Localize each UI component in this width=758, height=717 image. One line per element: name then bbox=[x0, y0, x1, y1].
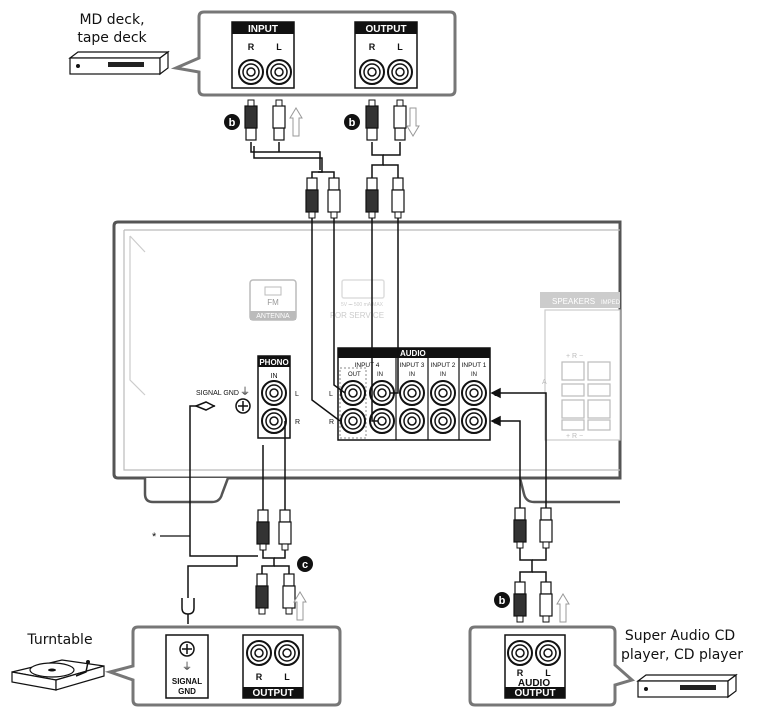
input1-label: INPUT 1 bbox=[462, 362, 487, 369]
turntable-label: Turntable bbox=[26, 632, 92, 648]
phono-l-label: L bbox=[295, 391, 299, 398]
md-output-l-jack[interactable] bbox=[387, 59, 413, 85]
cd-cables bbox=[490, 387, 547, 582]
marker-b-md-input: b bbox=[224, 114, 240, 130]
turntable-signal-label: SIGNAL bbox=[172, 677, 202, 686]
md-input-r-label: R bbox=[248, 42, 255, 52]
turntable-icon bbox=[11, 659, 105, 691]
turntable-output-label: OUTPUT bbox=[252, 688, 293, 699]
speakers-terminals: SPEAKERS IMPED + R − + R − A bbox=[540, 292, 621, 441]
input2-label: INPUT 2 bbox=[431, 362, 456, 369]
cd-player-icon bbox=[636, 673, 738, 699]
out-r-jack[interactable] bbox=[340, 408, 366, 434]
input2-in-label: IN bbox=[440, 372, 446, 378]
md-deck-label-line1: MD deck, bbox=[79, 12, 144, 28]
out-label: OUT bbox=[348, 372, 361, 378]
input4-in-label: IN bbox=[377, 372, 383, 378]
svg-text:+ R −: + R − bbox=[566, 353, 583, 360]
impedance-label: IMPED bbox=[601, 300, 621, 306]
phono-label: PHONO bbox=[259, 358, 288, 367]
input1-l-jack[interactable] bbox=[461, 380, 487, 406]
cd-label-line2: player, CD player bbox=[621, 647, 743, 663]
svg-text:b: b bbox=[499, 595, 506, 607]
cd-output-r-jack[interactable] bbox=[507, 640, 533, 666]
audio-left-l-label: L bbox=[329, 391, 333, 398]
service-rating: 5V ⎓ 500 mA MAX bbox=[341, 302, 384, 308]
turntable-gnd-label: GND bbox=[178, 687, 196, 696]
input3-label: INPUT 3 bbox=[400, 362, 425, 369]
phono-l-jack[interactable] bbox=[261, 380, 287, 406]
md-output-l-label: L bbox=[397, 42, 403, 52]
md-receiver-wires bbox=[311, 218, 399, 422]
audio-left-r-label: R bbox=[329, 419, 334, 426]
cd-label-line1: Super Audio CD bbox=[625, 628, 735, 644]
fm-antenna-terminal: FM ANTENNA bbox=[249, 279, 297, 321]
fm-label: FM bbox=[267, 298, 279, 307]
input3-r-jack[interactable] bbox=[399, 408, 425, 434]
svg-text:⏚: ⏚ bbox=[240, 386, 250, 398]
phono-section: PHONO IN L R bbox=[257, 355, 300, 439]
md-deck-label-line2: tape deck bbox=[77, 30, 147, 46]
marker-b-md-output: b bbox=[344, 114, 360, 130]
svg-text:b: b bbox=[229, 117, 236, 129]
cd-output-l-jack[interactable] bbox=[535, 640, 561, 666]
speaker-a-label: A bbox=[542, 379, 547, 386]
turntable-device: Turntable bbox=[11, 632, 105, 691]
marker-c: c bbox=[297, 556, 313, 572]
svg-text:c: c bbox=[302, 559, 308, 571]
cd-audio-label: AUDIO bbox=[518, 678, 550, 689]
phono-r-jack[interactable] bbox=[261, 408, 287, 434]
input1-in-label: IN bbox=[471, 372, 477, 378]
md-output-title: OUTPUT bbox=[365, 24, 406, 35]
input3-in-label: IN bbox=[409, 372, 415, 378]
phono-in-label: IN bbox=[271, 373, 278, 380]
asterisk-note: * bbox=[152, 531, 157, 543]
md-cable-plugs-top bbox=[244, 99, 420, 141]
turntable-l-label: L bbox=[284, 672, 290, 682]
md-input-title: INPUT bbox=[248, 24, 278, 35]
turntable-output-l-jack[interactable] bbox=[274, 640, 300, 666]
input2-l-jack[interactable] bbox=[430, 380, 456, 406]
md-input-l-label: L bbox=[276, 42, 282, 52]
audio-label: AUDIO bbox=[400, 349, 426, 358]
md-deck-device: MD deck, tape deck bbox=[68, 12, 170, 76]
svg-text:b: b bbox=[349, 117, 356, 129]
md-deck-panel: INPUT R L OUTPUT R L bbox=[170, 10, 457, 97]
for-service-label: FOR SERVICE bbox=[330, 311, 384, 320]
md-input-r-jack[interactable] bbox=[238, 59, 264, 85]
antenna-label: ANTENNA bbox=[256, 313, 290, 320]
input1-r-jack[interactable] bbox=[461, 408, 487, 434]
input3-l-jack[interactable] bbox=[399, 380, 425, 406]
turntable-cables bbox=[187, 401, 290, 598]
signal-gnd-label: SIGNAL GND bbox=[196, 390, 239, 397]
md-output-r-jack[interactable] bbox=[359, 59, 385, 85]
md-input-l-jack[interactable] bbox=[266, 59, 292, 85]
turntable-r-label: R bbox=[256, 672, 263, 682]
phono-r-label: R bbox=[295, 419, 300, 426]
turntable-output-r-jack[interactable] bbox=[246, 640, 272, 666]
cd-r-label: R bbox=[517, 668, 524, 678]
audio-inputs-section: AUDIO INPUT 4 OUT IN INPUT 3 IN INPUT 2 … bbox=[329, 347, 499, 441]
md-cables bbox=[250, 142, 401, 180]
md-cable-plugs-bottom bbox=[305, 177, 405, 219]
cd-output-label: OUTPUT bbox=[514, 688, 555, 699]
turntable-cable-plugs bbox=[181, 509, 307, 624]
md-output-r-label: R bbox=[369, 42, 376, 52]
speakers-label: SPEAKERS bbox=[552, 297, 595, 306]
md-deck-icon bbox=[68, 50, 170, 76]
marker-b-cd: b bbox=[494, 592, 510, 608]
svg-text:⏚: ⏚ bbox=[182, 661, 192, 673]
input4-label: INPUT 4 bbox=[355, 362, 380, 369]
input2-r-jack[interactable] bbox=[430, 408, 456, 434]
cd-player-device: Super Audio CD player, CD player bbox=[621, 628, 743, 699]
signal-gnd-terminal: SIGNAL GND ⏚ bbox=[196, 386, 251, 414]
cd-cable-plugs bbox=[513, 507, 570, 623]
svg-text:+ R −: + R − bbox=[566, 433, 583, 440]
cd-l-label: L bbox=[545, 668, 551, 678]
turntable-panel: ⏚ SIGNAL GND R L OUTPUT bbox=[104, 625, 342, 707]
for-service-port: 5V ⎓ 500 mA MAX FOR SERVICE bbox=[330, 279, 385, 320]
cd-player-panel: R L AUDIO OUTPUT bbox=[468, 625, 636, 707]
